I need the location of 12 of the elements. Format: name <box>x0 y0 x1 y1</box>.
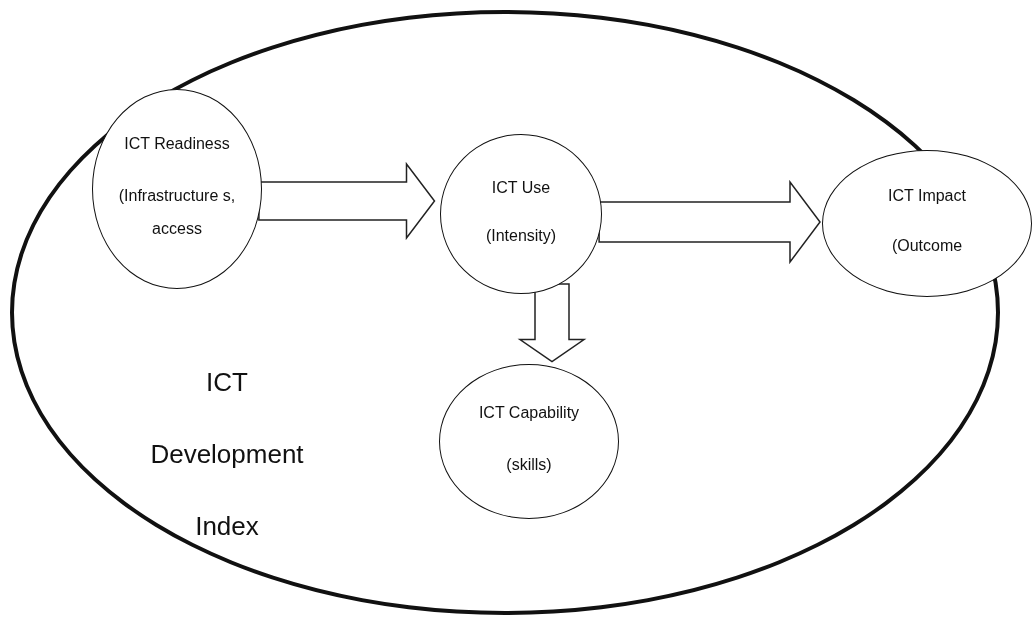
node-subtext: (Intensity) <box>485 225 557 246</box>
node-subtext: (Infrastructure s, access <box>117 186 237 239</box>
node-subtext: (skills) <box>506 455 552 475</box>
node-heading: ICT Impact <box>888 186 966 206</box>
node-heading: ICT Readiness <box>124 134 230 154</box>
block-arrow <box>258 161 436 241</box>
node-heading: ICT Use <box>491 177 551 198</box>
diagram-label: ICT Development Index <box>149 366 305 543</box>
node-heading: ICT Capability <box>478 403 580 423</box>
block-arrow <box>598 179 821 265</box>
node-subtext: (Outcome <box>891 236 963 256</box>
block-arrow <box>517 283 587 363</box>
